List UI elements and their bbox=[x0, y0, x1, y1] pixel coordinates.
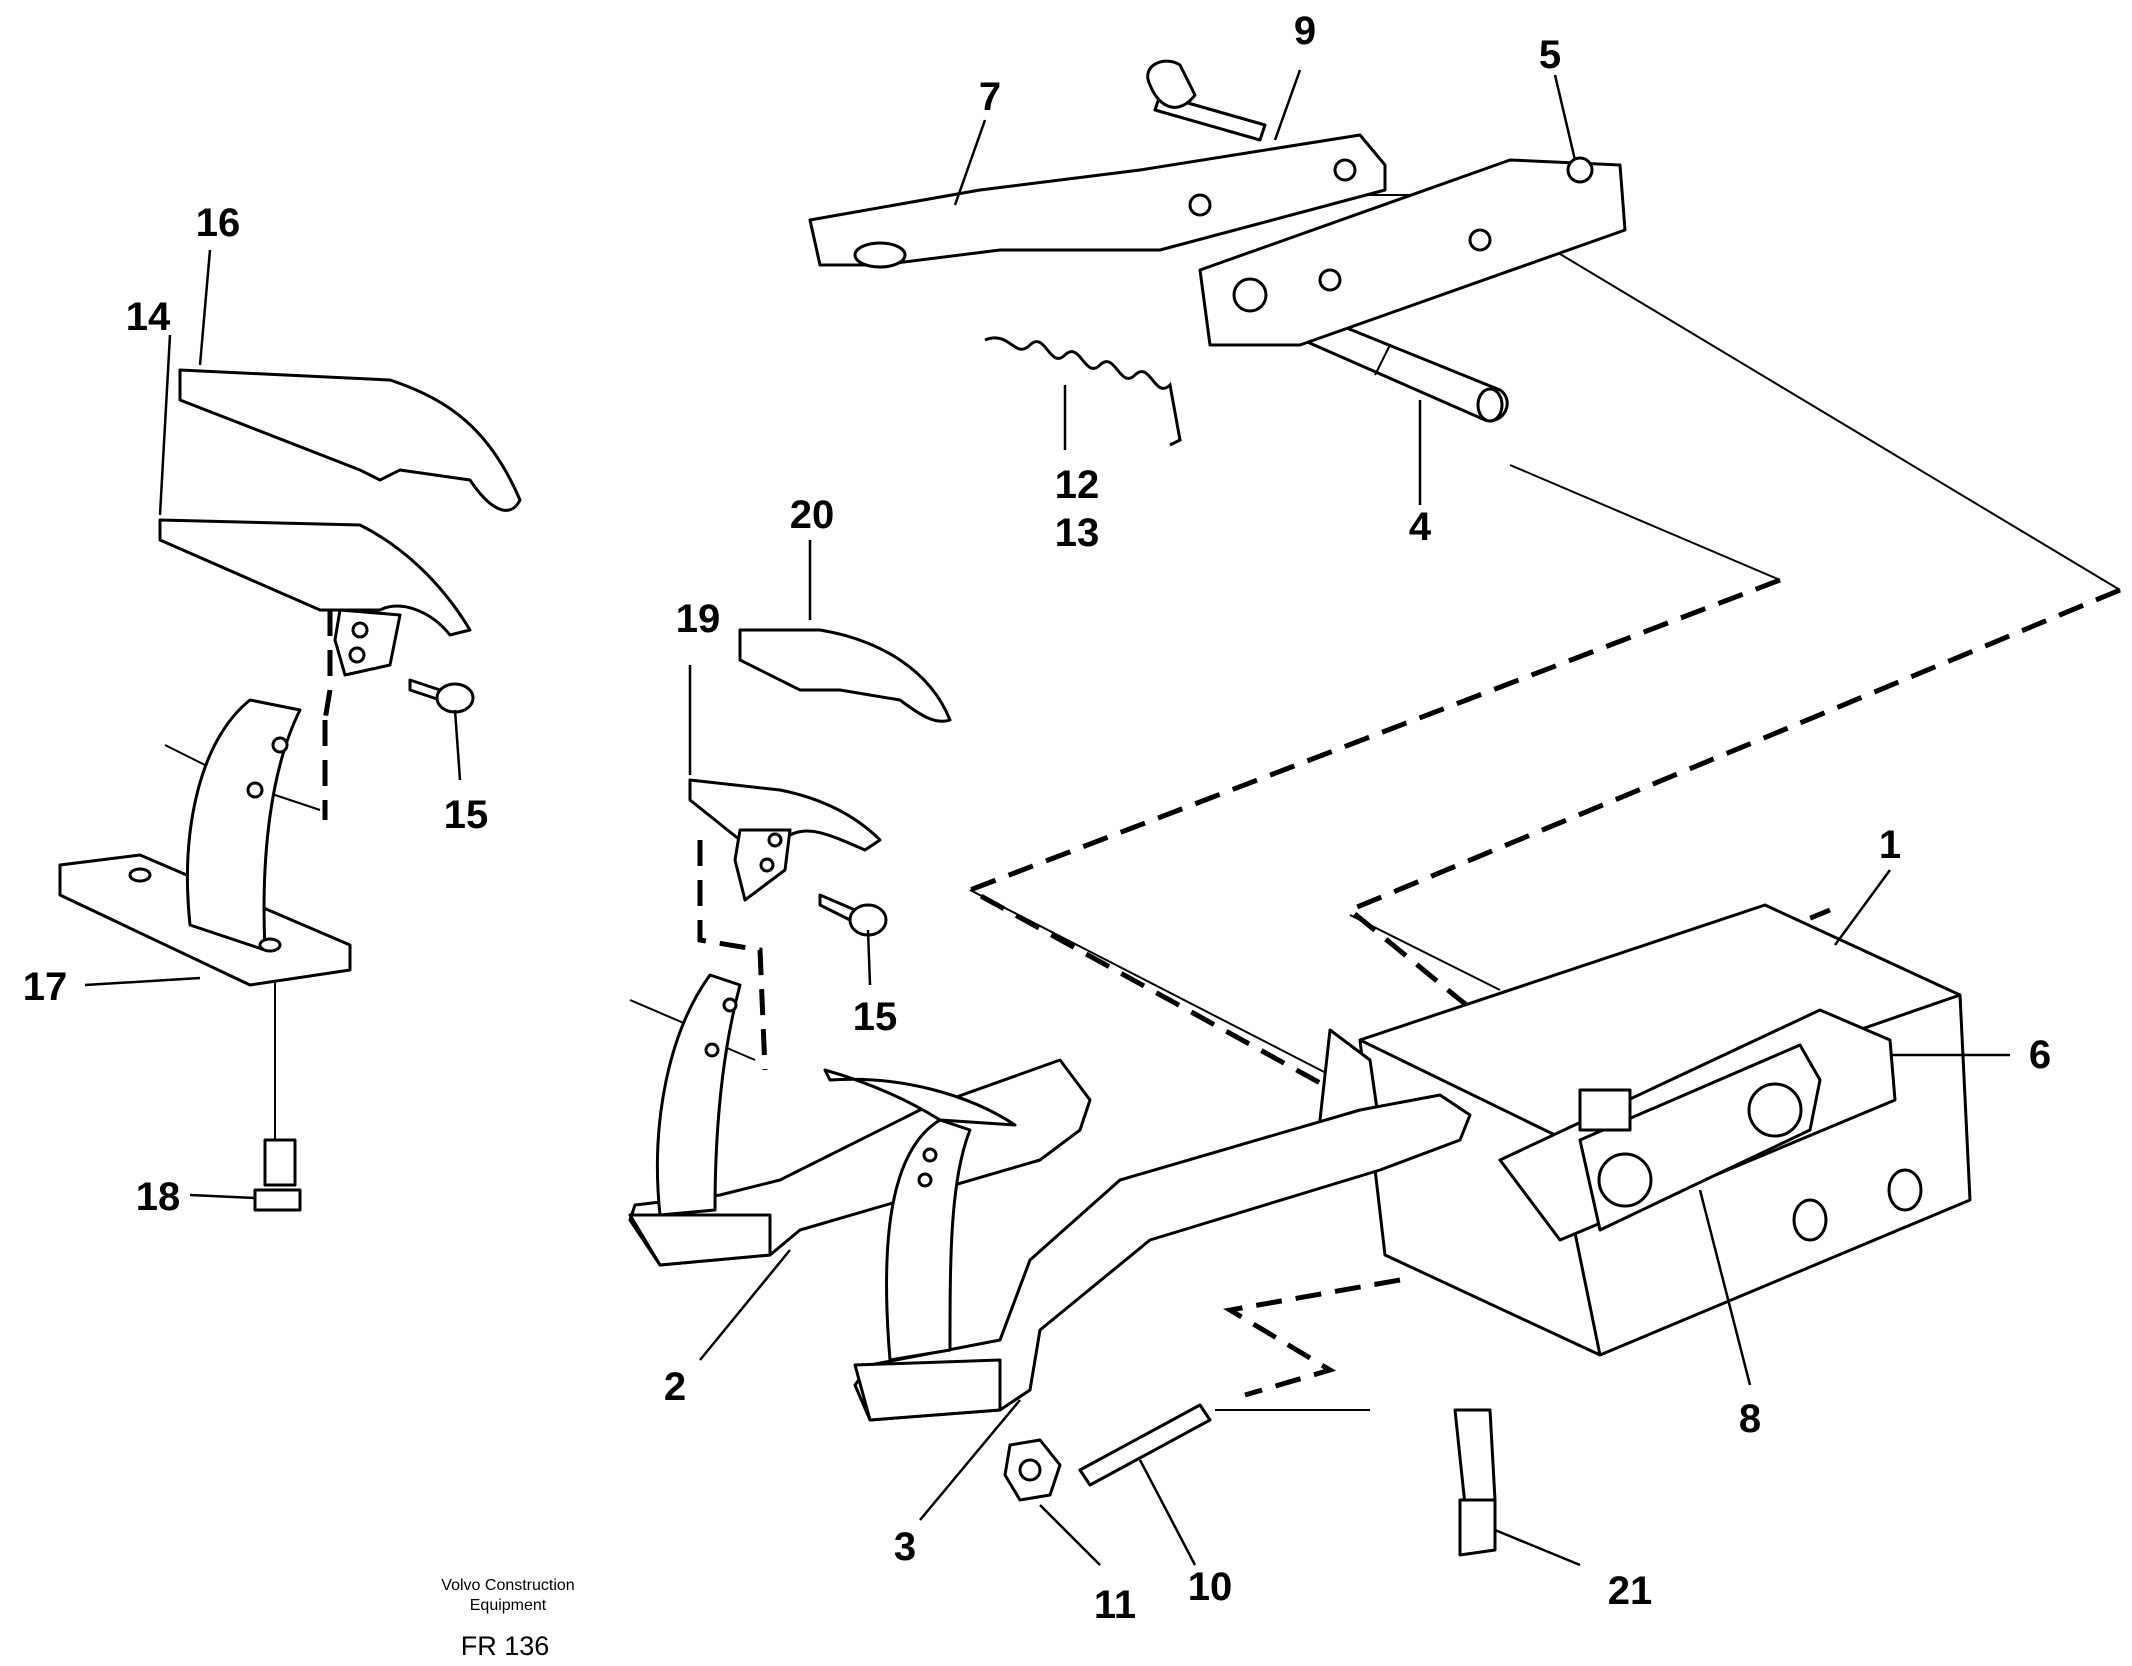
nut-part-11 bbox=[1003, 1438, 1062, 1502]
label-part-11: 11 bbox=[1094, 1583, 1136, 1627]
label-part-5: 5 bbox=[1539, 33, 1561, 77]
label-part-21: 21 bbox=[1608, 1569, 1653, 1613]
label-part-13: 13 bbox=[1055, 511, 1100, 555]
footer-maker-line1: Volvo Construction bbox=[441, 1577, 574, 1594]
label-part-6: 6 bbox=[2029, 1033, 2051, 1077]
pin-part-21 bbox=[1453, 1408, 1497, 1557]
label-part-15-upper: 15 bbox=[444, 793, 489, 837]
label-part-20: 20 bbox=[790, 493, 835, 537]
part-labels: 1 2 3 4 5 6 7 8 9 10 11 12 13 14 15 15 1… bbox=[23, 9, 2051, 1627]
label-part-17: 17 bbox=[23, 965, 68, 1009]
pedal-pad-part-19 bbox=[688, 778, 882, 902]
screw-part-15-upper bbox=[408, 678, 475, 714]
spring-part-12 bbox=[984, 336, 1182, 447]
bolt-part-18 bbox=[253, 1138, 302, 1212]
spring-part-10 bbox=[1078, 1403, 1212, 1487]
label-part-1: 1 bbox=[1879, 823, 1901, 867]
label-part-2: 2 bbox=[664, 1365, 686, 1409]
lever-part-7 bbox=[808, 133, 1387, 269]
label-part-16: 16 bbox=[196, 201, 241, 245]
label-part-3: 3 bbox=[894, 1525, 916, 1569]
label-part-10: 10 bbox=[1188, 1565, 1233, 1609]
bolt-part-9 bbox=[1146, 59, 1267, 142]
pedal-pad-part-16 bbox=[178, 368, 522, 512]
screw-part-15-lower bbox=[818, 893, 888, 937]
pedal-upright-part-2 bbox=[628, 973, 1002, 1422]
pedal-arm-part-3 bbox=[853, 1093, 1472, 1422]
label-part-14: 14 bbox=[126, 295, 171, 339]
label-part-19: 19 bbox=[676, 597, 721, 641]
shaft-part-4 bbox=[1278, 303, 1509, 423]
footer-code: FR 136 bbox=[461, 1631, 550, 1661]
pedal-pad-part-14 bbox=[158, 518, 472, 677]
label-part-9: 9 bbox=[1294, 9, 1316, 53]
bracket-part-17 bbox=[58, 698, 352, 987]
label-part-15-lower: 15 bbox=[853, 995, 898, 1039]
label-part-4: 4 bbox=[1409, 505, 1432, 549]
lever-part-5 bbox=[1198, 156, 1627, 347]
label-part-12: 12 bbox=[1055, 463, 1100, 507]
pedal-pad-part-20 bbox=[738, 628, 952, 723]
footer-maker-line2: Equipment bbox=[470, 1597, 547, 1614]
label-part-18: 18 bbox=[136, 1175, 181, 1219]
footer: Volvo Construction Equipment FR 136 bbox=[441, 1577, 574, 1661]
label-part-8: 8 bbox=[1739, 1397, 1761, 1441]
label-part-7: 7 bbox=[979, 75, 1001, 119]
leader-lines bbox=[84, 69, 2010, 1567]
actuator-bar-part-6 bbox=[1498, 1008, 1897, 1242]
pedal-upright-part-3 bbox=[823, 1068, 1017, 1362]
